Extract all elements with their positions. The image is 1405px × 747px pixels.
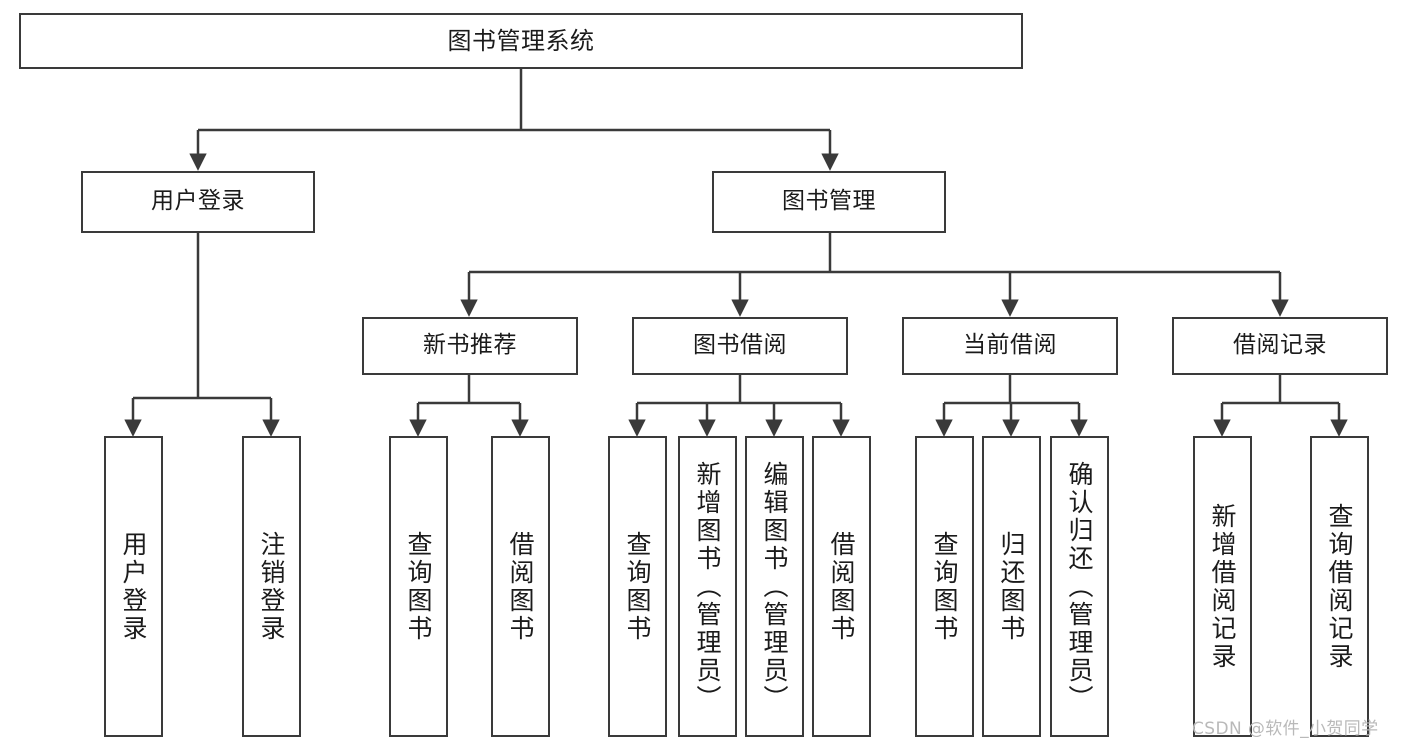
leaf-new-book-borrow[interactable]: 借阅图书 bbox=[491, 436, 550, 737]
leaf-book-borrow-query[interactable]: 查询图书 bbox=[608, 436, 667, 737]
node-label: 用户登录 bbox=[119, 530, 148, 643]
node-label: 图书管理 bbox=[782, 188, 876, 215]
node-label: 借阅图书 bbox=[506, 530, 535, 643]
leaf-current-borrow-query[interactable]: 查询图书 bbox=[915, 436, 974, 737]
node-label: 编辑图书（管理员） bbox=[760, 460, 789, 713]
node-label: 注销登录 bbox=[257, 530, 286, 643]
leaf-book-borrow-edit[interactable]: 编辑图书（管理员） bbox=[745, 436, 804, 737]
node-label: 新增图书（管理员） bbox=[693, 460, 722, 713]
node-label: 借阅图书 bbox=[827, 530, 856, 643]
node-book-borrow[interactable]: 图书借阅 bbox=[632, 317, 848, 375]
node-label: 归还图书 bbox=[997, 530, 1026, 643]
leaf-user-login-login[interactable]: 用户登录 bbox=[104, 436, 163, 737]
node-borrow-record[interactable]: 借阅记录 bbox=[1172, 317, 1388, 375]
leaf-user-login-logout[interactable]: 注销登录 bbox=[242, 436, 301, 737]
leaf-current-borrow-return[interactable]: 归还图书 bbox=[982, 436, 1041, 737]
node-label: 图书管理系统 bbox=[447, 26, 595, 55]
csdn-watermark: CSDN @软件_小贺同学 bbox=[1192, 719, 1379, 739]
node-label: 用户登录 bbox=[151, 188, 245, 215]
node-label: 新书推荐 bbox=[423, 332, 517, 359]
leaf-new-book-query[interactable]: 查询图书 bbox=[389, 436, 448, 737]
node-label: 当前借阅 bbox=[963, 332, 1057, 359]
node-label: 图书借阅 bbox=[693, 332, 787, 359]
leaf-book-borrow-add[interactable]: 新增图书（管理员） bbox=[678, 436, 737, 737]
node-new-book-recommend[interactable]: 新书推荐 bbox=[362, 317, 578, 375]
node-label: 新增借阅记录 bbox=[1208, 502, 1237, 671]
node-label: 借阅记录 bbox=[1233, 332, 1327, 359]
leaf-borrow-record-add[interactable]: 新增借阅记录 bbox=[1193, 436, 1252, 737]
node-label: 确认归还（管理员） bbox=[1065, 460, 1094, 713]
node-label: 查询图书 bbox=[404, 530, 433, 643]
node-root-system[interactable]: 图书管理系统 bbox=[19, 13, 1023, 69]
node-label: 查询图书 bbox=[930, 530, 959, 643]
node-user-login[interactable]: 用户登录 bbox=[81, 171, 315, 233]
node-book-management[interactable]: 图书管理 bbox=[712, 171, 946, 233]
node-label: 查询借阅记录 bbox=[1325, 502, 1354, 671]
node-label: 查询图书 bbox=[623, 530, 652, 643]
leaf-book-borrow-borrow[interactable]: 借阅图书 bbox=[812, 436, 871, 737]
node-current-borrow[interactable]: 当前借阅 bbox=[902, 317, 1118, 375]
leaf-borrow-record-query[interactable]: 查询借阅记录 bbox=[1310, 436, 1369, 737]
leaf-current-borrow-confirm-return[interactable]: 确认归还（管理员） bbox=[1050, 436, 1109, 737]
